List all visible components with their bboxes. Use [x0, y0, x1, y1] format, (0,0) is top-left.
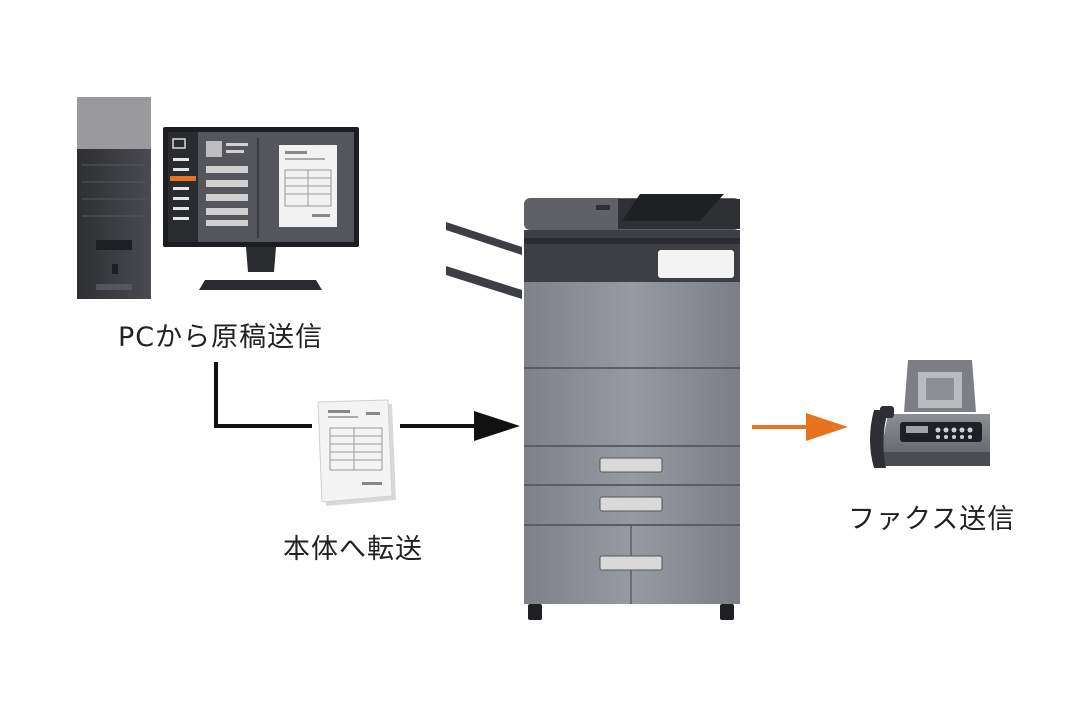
document-icon: [317, 399, 396, 506]
desktop-computer-icon: [77, 97, 359, 299]
pc-send-label: PCから原稿送信: [118, 322, 323, 353]
fax-machine-icon: [870, 360, 990, 468]
fax-send-arrow: [752, 413, 848, 441]
flow-arrow: [214, 362, 520, 441]
multifunction-printer-icon: [446, 194, 740, 620]
transfer-label: 本体へ転送: [283, 534, 423, 565]
fax-send-label: ファクス送信: [848, 504, 1015, 535]
